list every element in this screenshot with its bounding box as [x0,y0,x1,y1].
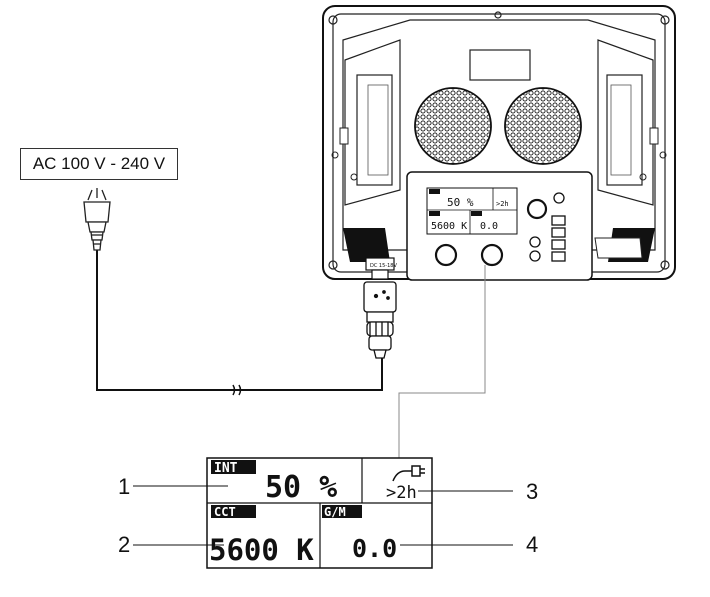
gm-tag: G/M [322,505,362,519]
battery-plug-icon [392,465,425,482]
cooling-fan-icon [504,87,582,165]
ac-plug-icon [83,188,111,251]
mini-button[interactable] [529,250,541,262]
mini-gm-value: 0.0 [480,221,498,232]
mini-button[interactable] [551,239,566,250]
power-cable [96,250,383,391]
dc-connector-label: DC 15-18V [370,263,397,269]
intensity-value: 50 % [265,470,337,505]
int-tag-text: INT [214,461,238,476]
power-input-label: AC 100 V - 240 V [20,148,178,180]
mini-button[interactable] [551,251,566,262]
cooling-fan-icon [414,87,492,165]
mini-dial[interactable] [480,243,504,267]
mini-button[interactable] [553,192,565,204]
cct-tag: CCT [211,505,256,519]
mini-button[interactable] [551,215,566,226]
gm-tag-text: G/M [324,505,346,519]
callout-3: 3 [526,479,539,504]
mini-cct-value: 5600 K [431,221,467,232]
gm-value: 0.0 [352,534,397,563]
mini-button[interactable] [551,227,566,238]
cable-break-symbol [232,384,242,396]
mini-dial[interactable] [526,198,548,220]
mini-button[interactable] [529,236,541,248]
control-panel: 50 % 5600 K 0.0 >2h [406,171,593,281]
callout-2: 2 [118,532,131,557]
cct-value: 5600 K [209,533,314,567]
lcd-leader-line [398,265,486,458]
int-tag: INT [211,460,256,476]
mini-int-value: 50 % [447,196,474,209]
mini-battery-time: >2h [496,200,509,208]
dc-input-connector: DC 15-18V [365,257,397,280]
cct-tag-text: CCT [214,505,236,519]
callout-4: 4 [526,532,539,557]
callout-1: 1 [118,474,131,499]
mini-dial[interactable] [434,243,458,267]
battery-time-value: >2h [386,483,417,503]
power-plug-icon [363,281,397,359]
